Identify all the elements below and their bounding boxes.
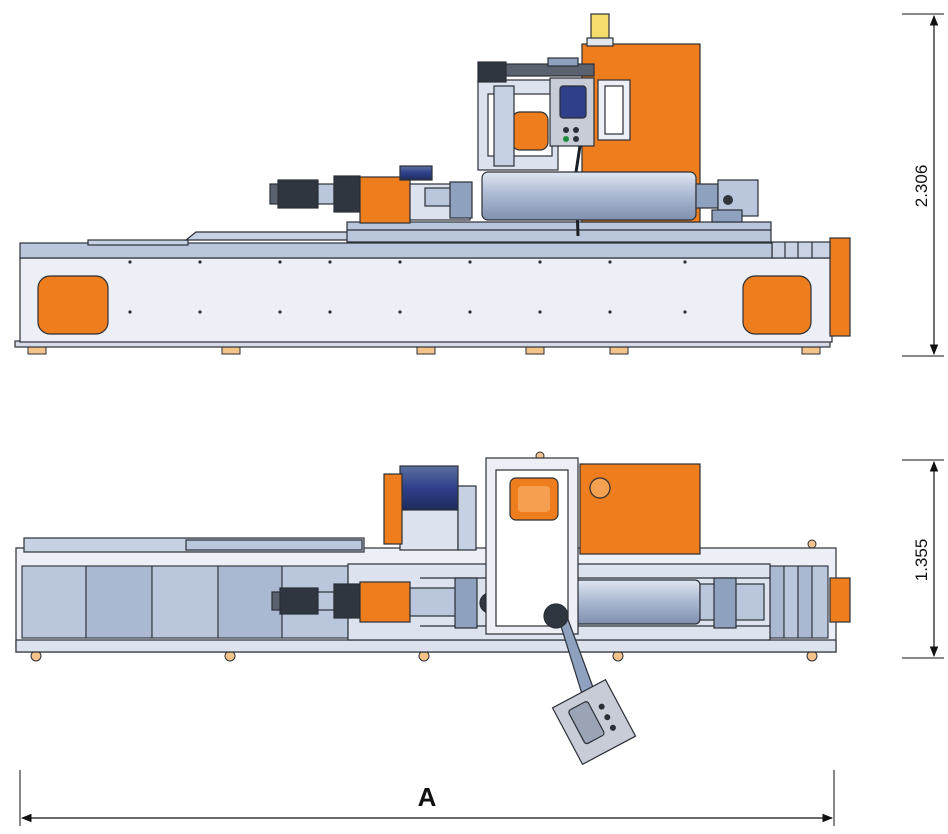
top-gear-housing-orange <box>359 581 411 623</box>
side-access-panel-right <box>742 275 812 335</box>
side-end-steps <box>771 241 831 259</box>
side-main-frame <box>19 257 833 343</box>
side-top-rail <box>19 242 773 259</box>
top-end-cap-orange <box>829 577 851 623</box>
top-cabinet-orange <box>579 463 701 555</box>
top-cabinet-port <box>589 477 611 499</box>
side-view <box>14 13 851 355</box>
top-blue-motor <box>399 465 459 511</box>
dimension-height: 2.306 <box>902 13 944 357</box>
top-control-arm <box>543 603 637 766</box>
side-small-motor-blue <box>399 165 433 181</box>
side-rail-raised-left <box>87 239 189 246</box>
dimension-width-label: 1.355 <box>912 539 931 582</box>
dimension-height-label: 2.306 <box>912 165 931 208</box>
dimension-width: 1.355 <box>902 459 944 659</box>
side-roll-cylinder <box>481 171 697 221</box>
side-spindle-window <box>511 111 549 151</box>
side-access-panel-left <box>37 275 109 335</box>
side-slide-table <box>346 221 772 243</box>
top-frame-bottom-rail <box>15 639 837 653</box>
side-cable-duct <box>184 231 349 241</box>
side-motor-coupler <box>317 183 335 205</box>
side-control-screen <box>559 85 587 119</box>
dimension-length-label: A <box>418 782 437 812</box>
side-gear-housing-orange <box>359 176 411 224</box>
top-motor-bracket-orange <box>383 473 403 545</box>
top-view <box>15 451 851 766</box>
side-end-cap-orange <box>829 237 851 337</box>
dimension-length: A <box>19 770 835 826</box>
side-gearbox <box>333 175 361 213</box>
top-roll-cylinder <box>569 579 701 625</box>
side-drive-motor <box>277 179 319 209</box>
side-frame-bolts <box>128 260 687 314</box>
side-top-motor <box>477 61 507 83</box>
top-drive-motor <box>279 587 319 615</box>
